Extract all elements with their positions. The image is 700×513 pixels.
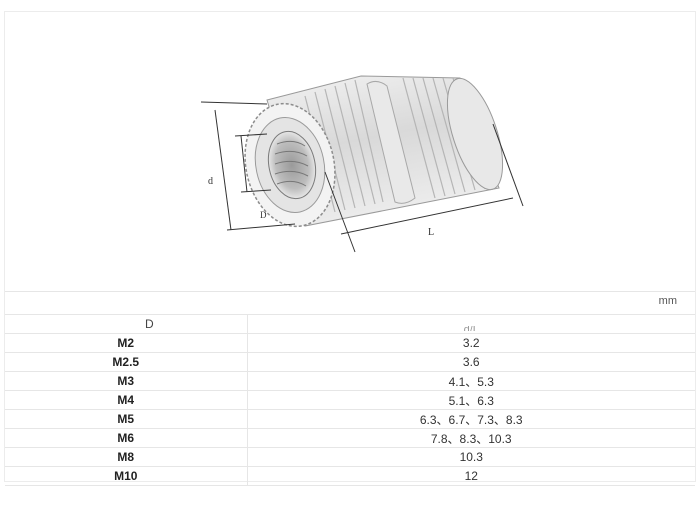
spec-card: d D L mm D d/L M23.2 M2.53.6 M34.1、5.3 M… bbox=[4, 11, 696, 486]
header-dl: d/L bbox=[247, 314, 696, 334]
row-values: 4.1、5.3 bbox=[247, 371, 695, 391]
row-values: 10.3 bbox=[247, 447, 695, 467]
dim-label-D: D bbox=[260, 210, 267, 220]
unit-row: mm bbox=[5, 291, 695, 315]
row-values: 5.1、6.3 bbox=[247, 390, 695, 410]
unit-label: mm bbox=[658, 295, 677, 307]
dim-label-d: d bbox=[208, 176, 213, 187]
row-size: M4 bbox=[5, 390, 248, 410]
dimension-lines bbox=[200, 101, 524, 253]
size-table: D d/L M23.2 M2.53.6 M34.1、5.3 M45.1、6.3 … bbox=[5, 314, 695, 486]
row-size: M8 bbox=[5, 447, 248, 467]
row-size: M5 bbox=[5, 409, 248, 429]
row-size: M10 bbox=[5, 466, 248, 486]
row-values: 12 bbox=[247, 466, 695, 486]
row-size: M6 bbox=[5, 428, 248, 448]
header-d: D bbox=[5, 314, 248, 334]
row-size: M3 bbox=[5, 371, 248, 391]
row-values: 6.3、6.7、7.3、8.3 bbox=[247, 409, 695, 429]
row-values: 7.8、8.3、10.3 bbox=[247, 428, 695, 448]
dim-label-L: L bbox=[428, 227, 434, 238]
table-header-row: D d/L bbox=[5, 314, 696, 334]
row-values: 3.2 bbox=[247, 333, 695, 353]
row-size: M2.5 bbox=[5, 352, 248, 372]
row-values: 3.6 bbox=[247, 352, 695, 372]
row-size: M2 bbox=[5, 333, 248, 353]
insert-front-face bbox=[244, 102, 336, 228]
header-dl-text: d/L bbox=[248, 326, 696, 331]
knurled-insert-illustration: d D L bbox=[200, 75, 524, 253]
insert-nut-drawing: d D L bbox=[5, 12, 695, 291]
